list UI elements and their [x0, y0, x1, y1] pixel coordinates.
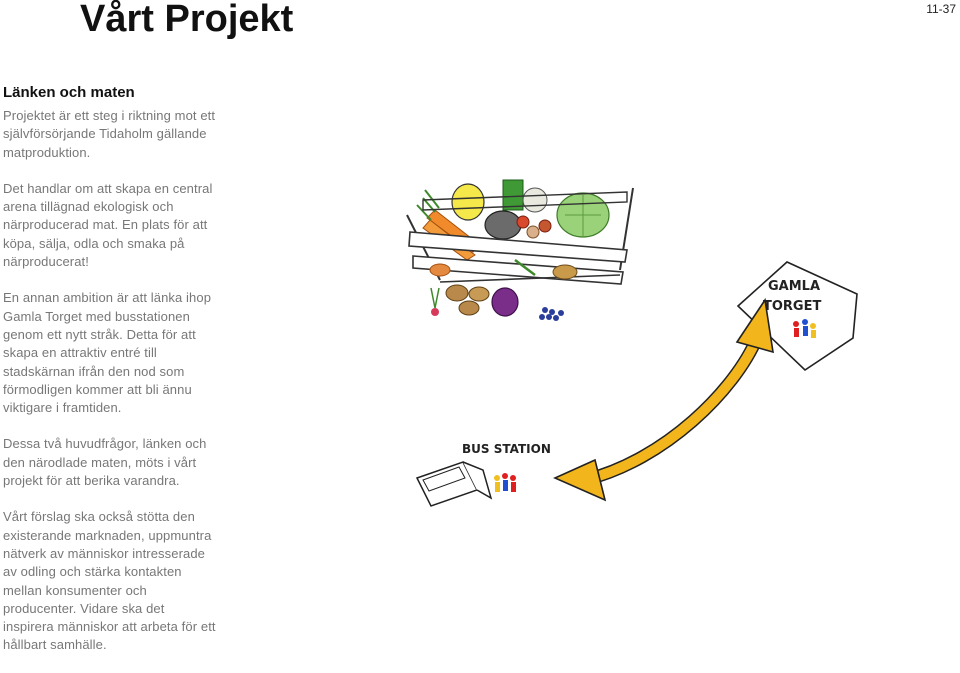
people-icon: [494, 473, 516, 492]
paragraph-1: Projektet är ett steg i riktning mot ett…: [3, 108, 216, 160]
paragraph-5: Vårt förslag ska också stötta den existe…: [3, 509, 216, 653]
gamla-label: GAMLA: [768, 279, 820, 294]
people-icon: [793, 319, 816, 338]
vegetable-crate-icon: [406, 179, 634, 321]
bus-icon: [415, 461, 493, 507]
paragraph-2: Det handlar om att skapa en central aren…: [3, 180, 213, 270]
illustration: GAMLA TORGET BUS STATION: [395, 160, 955, 510]
illustration-svg: GAMLA TORGET BUS STATION: [406, 179, 858, 507]
page-title: Vårt Projekt: [80, 0, 294, 40]
bus-station-label: BUS STATION: [462, 442, 551, 456]
paragraph-3: En annan ambition är att länka ihop Gaml…: [3, 290, 212, 416]
page-number: 11-37: [926, 2, 956, 16]
double-arrow-icon: [553, 297, 774, 502]
section-heading: Länken och maten: [3, 84, 135, 101]
torget-label: TORGET: [763, 299, 821, 314]
gamla-torget-sign-icon: GAMLA TORGET: [736, 261, 858, 372]
paragraph-4: Dessa två huvudfrågor, länken och den nä…: [3, 436, 207, 489]
text-column: Länken och maten Projektet är ett steg i…: [3, 84, 218, 673]
bus-station: BUS STATION: [415, 442, 551, 507]
